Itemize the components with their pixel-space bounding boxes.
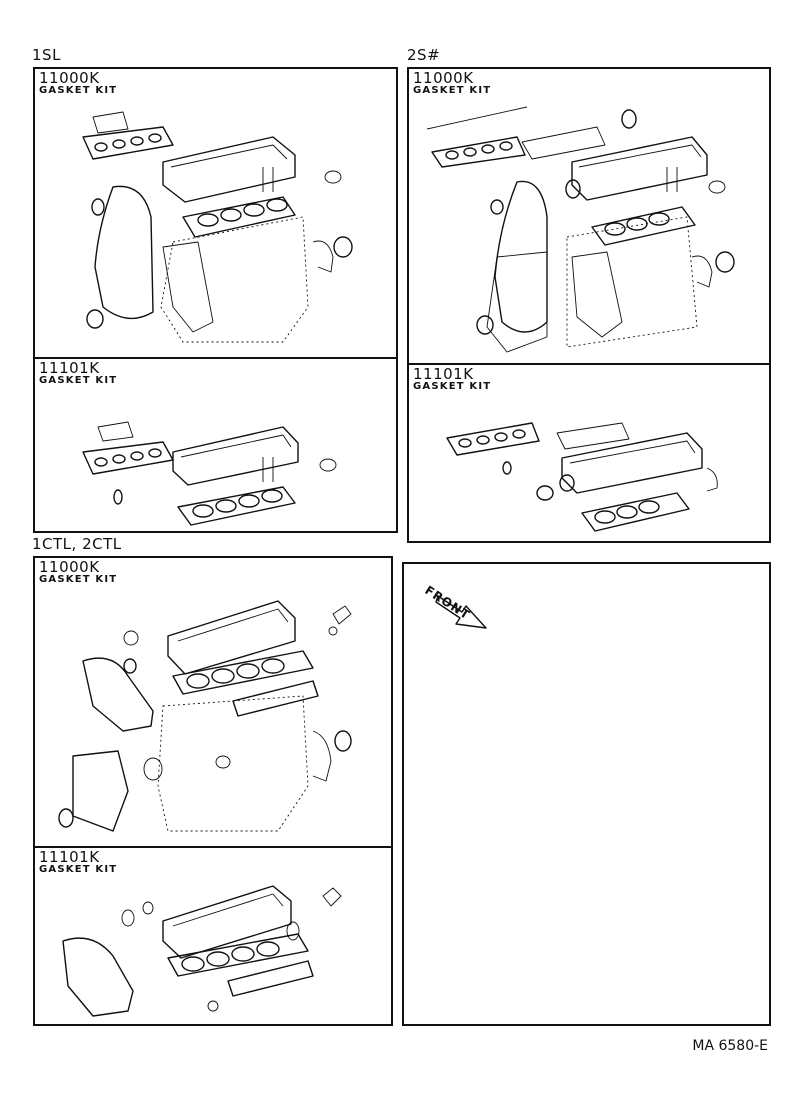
front-arrow-icon [435,595,487,629]
part-description: GASKET KIT [413,381,492,392]
orientation-reference-box [402,562,771,1026]
engine-gasket-kit-illustration [62,885,342,1017]
part-description: GASKET KIT [39,85,118,96]
gasket-kit-panel-1ctl-11000k[interactable]: 11000K GASKET KIT [33,556,393,846]
gasket-kit-panel-2s-11101k[interactable]: 11101K GASKET KIT [407,363,771,543]
engine-gasket-kit-illustration [82,111,353,343]
section-frame-2s [407,67,771,543]
part-number: 11000K [39,558,100,576]
part-description: GASKET KIT [39,574,118,585]
part-number: 11101K [413,365,474,383]
gasket-kit-panel-1sl-11101k[interactable]: 11101K GASKET KIT [33,357,398,533]
engine-gasket-kit-illustration [446,422,718,532]
section-label-1ctl-2ctl: 1CTL, 2CTL [32,535,122,553]
part-description: GASKET KIT [39,375,118,386]
part-description: GASKET KIT [413,85,492,96]
gasket-kit-panel-2s-11000k[interactable]: 11000K GASKET KIT [407,67,771,363]
engine-gasket-kit-illustration [82,421,337,526]
section-label-1sl: 1SL [32,46,61,64]
part-number: 11000K [39,69,100,87]
panel-divider [33,357,398,359]
part-number: 11101K [39,359,100,377]
part-number: 11101K [39,848,100,866]
engine-gasket-kit-illustration [426,106,735,353]
part-number: 11000K [413,69,474,87]
panel-divider [407,363,771,365]
document-code: MA 6580-E [692,1038,768,1054]
section-label-2s: 2S# [407,46,441,64]
engine-gasket-kit-illustration [58,600,352,832]
section-frame-1sl [33,67,398,533]
gasket-kit-panel-1ctl-11101k[interactable]: 11101K GASKET KIT [33,846,393,1026]
gasket-kit-panel-1sl-11000k[interactable]: 11000K GASKET KIT [33,67,398,357]
part-description: GASKET KIT [39,864,118,875]
panel-divider [33,846,393,848]
section-frame-1ctl-2ctl [33,556,393,1026]
